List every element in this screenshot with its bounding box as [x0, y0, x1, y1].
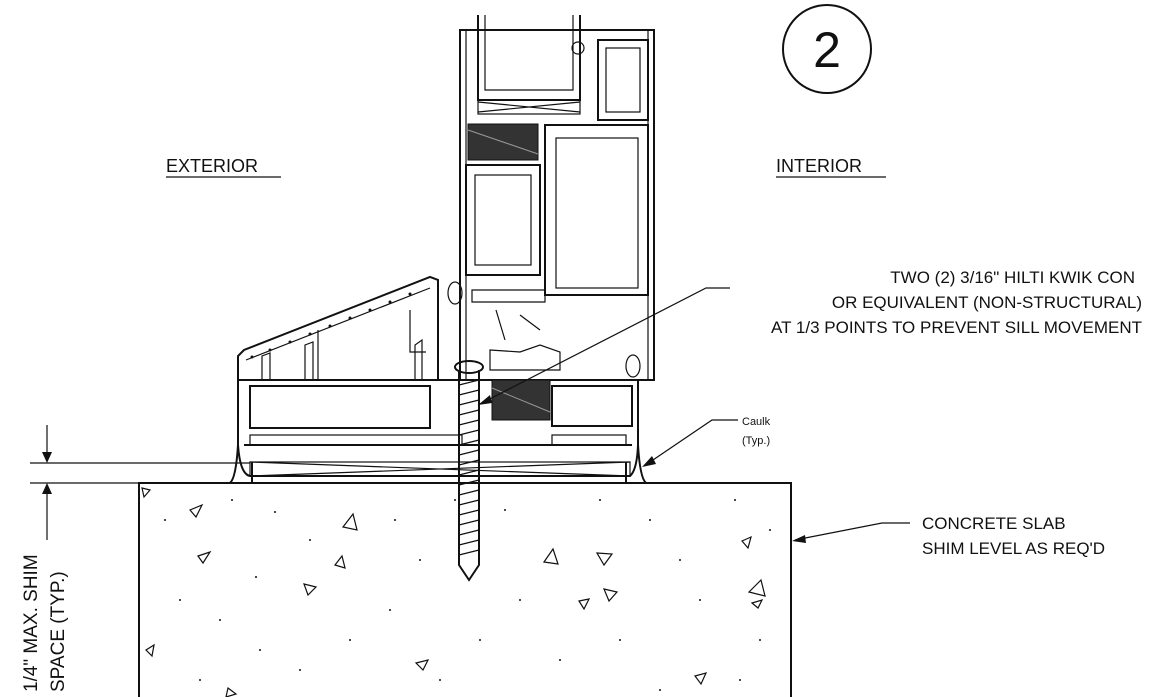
concrete-slab — [138, 482, 792, 697]
anchor-note-line2: OR EQUIVALENT (NON-STRUCTURAL) — [832, 293, 1142, 312]
shim-note-line1: 1/4" MAX. SHIM — [21, 554, 42, 692]
shim-dimension — [30, 425, 250, 540]
slab-note-line1: CONCRETE SLAB — [922, 514, 1066, 533]
shim-note-line2: SPACE (TYP.) — [48, 571, 69, 692]
detail-bubble: 2 — [782, 4, 872, 94]
anchor-screw — [454, 360, 484, 582]
leader-lines — [477, 287, 910, 543]
caulk-note-line2: (Typ.) — [742, 435, 770, 447]
interior-label: INTERIOR — [776, 156, 862, 176]
caulk-bead-exterior — [227, 444, 253, 484]
anchor-note-line3: AT 1/3 POINTS TO PREVENT SILL MOVEMENT — [771, 318, 1142, 337]
slab-note-line2: SHIM LEVEL AS REQ'D — [922, 539, 1105, 558]
caulk-note-line1: Caulk — [742, 416, 771, 428]
sill-frame — [237, 275, 639, 477]
vertical-frame — [447, 15, 655, 421]
detail-number: 2 — [813, 22, 841, 78]
anchor-note-line1: TWO (2) 3/16" HILTI KWIK CON — [890, 268, 1135, 287]
caulk-bead-interior — [625, 444, 649, 484]
exterior-label: EXTERIOR — [166, 156, 258, 176]
